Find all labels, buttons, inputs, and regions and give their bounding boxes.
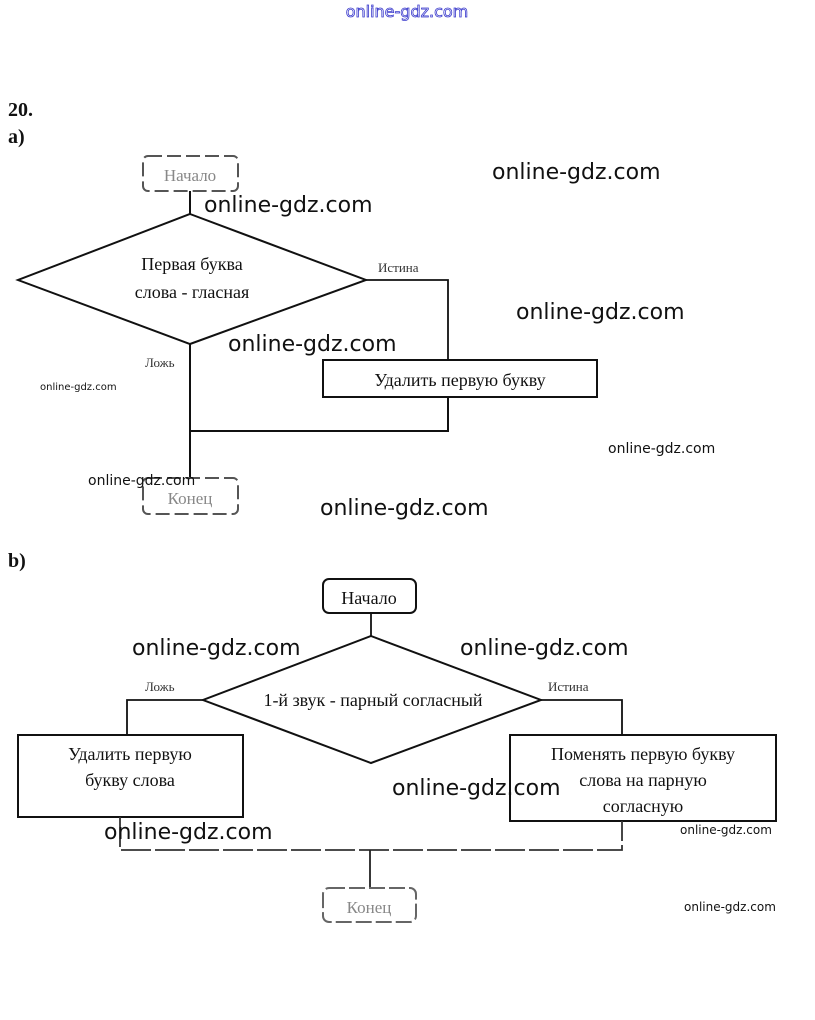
b-true-action-line2: слова на парную	[579, 770, 707, 790]
b-false-action-line2: букву слова	[85, 770, 175, 790]
b-decision-diamond	[200, 634, 544, 765]
b-end-terminal	[322, 887, 417, 923]
a-action-label: Удалить первую букву	[374, 370, 545, 390]
b-decision-label: 1-й звук - парный согласный	[263, 690, 482, 710]
b-end-label: Конец	[347, 898, 392, 917]
watermark: online-gdz.com	[460, 636, 629, 661]
b-true-action-box	[509, 734, 777, 822]
watermark: online-gdz.com	[228, 332, 397, 357]
watermark: online-gdz.com	[204, 193, 373, 218]
a-decision-line2: слова - гласная	[135, 282, 250, 302]
b-false-action-box	[17, 734, 244, 818]
flowchart-a: Начало Первая буква слова - гласная Исти…	[15, 155, 598, 515]
watermark: online-gdz.com	[40, 382, 117, 393]
a-action-box	[322, 359, 598, 398]
watermark: online-gdz.com	[88, 473, 195, 489]
watermark: online-gdz.com	[392, 776, 561, 801]
flowchart-b: Начало 1-й звук - парный согласный Ложь …	[17, 578, 777, 923]
watermark: online-gdz.com	[516, 300, 685, 325]
b-true-connector	[541, 699, 623, 735]
a-true-connector	[366, 279, 449, 360]
a-decision-diamond	[15, 212, 369, 346]
watermark: online-gdz.com	[680, 823, 772, 837]
b-start-label: Начало	[341, 588, 396, 608]
b-start-terminal	[322, 578, 417, 614]
problem-number: 20.	[8, 99, 33, 121]
b-false-label: Ложь	[145, 679, 175, 694]
watermark-layer: online-gdz.com online-gdz.com online-gdz…	[40, 160, 776, 914]
watermark: online-gdz.com	[492, 160, 661, 185]
part-b-label: b)	[8, 550, 26, 572]
a-merge-connector	[190, 397, 449, 432]
part-a-label: а)	[8, 126, 25, 148]
a-false-label: Ложь	[145, 355, 175, 370]
watermark: online-gdz.com	[684, 900, 776, 914]
a-decision-line1: Первая буква	[141, 254, 243, 274]
watermark: online-gdz.com	[104, 820, 273, 845]
b-false-connector	[126, 699, 203, 735]
b-true-action-line3: согласную	[603, 796, 684, 816]
b-merge-connector	[119, 817, 623, 851]
header-watermark: online-gdz.com	[346, 2, 469, 21]
a-start-terminal	[142, 155, 239, 192]
b-true-label: Истина	[548, 679, 589, 694]
watermark: online-gdz.com	[320, 496, 489, 521]
b-true-action-line1: Поменять первую букву	[551, 744, 735, 764]
b-false-action-line1: Удалить первую	[68, 744, 192, 764]
a-end-label: Конец	[168, 489, 213, 508]
a-start-label: Начало	[164, 166, 216, 185]
a-end-terminal	[142, 477, 239, 515]
watermark: online-gdz.com	[608, 441, 715, 457]
watermark: online-gdz.com	[132, 636, 301, 661]
a-true-label: Истина	[378, 260, 419, 275]
